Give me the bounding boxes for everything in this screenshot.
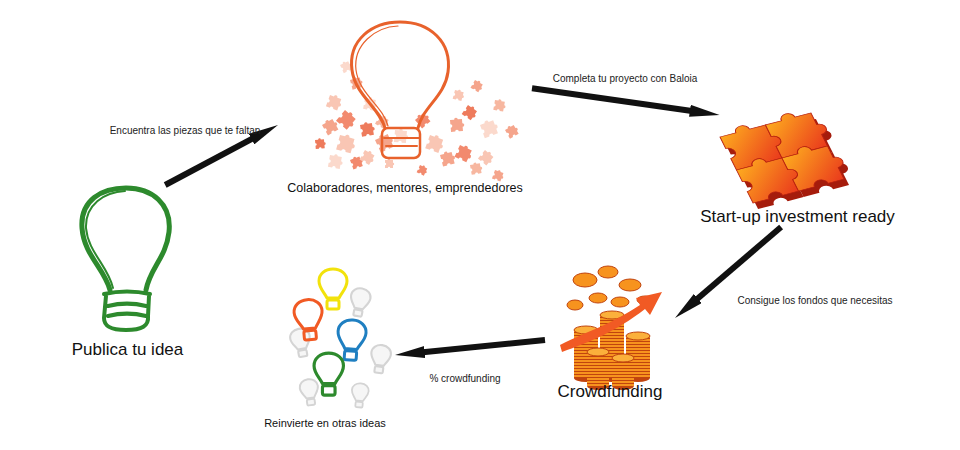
bulb-glass [352,22,449,128]
bulb-sketch [86,191,125,288]
puzzle-piece [453,89,466,102]
small-bulb [336,319,367,361]
puzzle-group [717,106,850,203]
coin-stack [612,354,634,362]
puzzle-piece [492,169,505,182]
puzzle-piece [425,133,446,154]
puzzle-piece [462,104,480,122]
puzzle-piece [328,153,344,169]
coin-stack [587,348,609,356]
coin [598,266,618,278]
small-bulb [319,269,347,309]
puzzle-piece [336,108,359,131]
puzzle-piece [471,79,485,93]
puzzle-piece [455,143,475,163]
coin [567,300,583,310]
puzzle-piece [326,93,344,111]
puzzle-piece [440,150,457,167]
coin [589,293,607,303]
node-label: Crowdfunding [558,382,663,402]
coin [573,273,597,287]
bulb-glass [82,188,169,290]
coin-stack [587,352,609,386]
puzzle-piece [479,118,500,139]
puzzle-piece [780,139,851,191]
growth-arrow [560,292,662,352]
small-bulb [314,353,343,395]
small-bulb [299,378,321,406]
coin [619,279,641,291]
puzzle-piece [336,133,357,154]
puzzle-piece [315,138,326,149]
puzzle-piece [360,121,376,137]
coins-node: Crowdfunding [545,262,675,402]
small-bulb [293,298,324,340]
flow-arrow [165,138,253,185]
puzzle-piece [321,117,340,136]
puzzle-piece [470,162,483,175]
edge-label: Consigue los fondos que necesitas [730,295,900,307]
coins [560,266,662,390]
puzzle-piece [385,159,394,168]
small-bulb [350,383,369,408]
small-bulb [369,344,392,374]
idea-bulb-node: Publica tu idea [55,185,200,360]
bulb-cluster [289,269,392,408]
edge-label: % crowdfunding [420,373,510,385]
puzzle-node: Start-up investment ready [695,115,900,227]
puzzle-piece [504,123,520,139]
edge-label: Completa tu proyecto con Baloia [540,73,710,85]
bulb-base-lines [384,138,419,146]
green-bulb [82,188,169,330]
puzzle-piece [417,164,429,176]
bulb-sketch [356,26,398,126]
puzzle-piece [374,131,395,152]
node-label: Colaboradores, mentores, emprendedores [287,181,523,195]
flow-arrow [696,227,781,300]
bulbs-node: Reinvierte en otras ideas [255,262,395,430]
orange-bulb [352,22,449,158]
coin [611,297,629,307]
puzzle-piece [394,128,409,143]
node-label: Publica tu idea [72,340,184,360]
puzzle-piece [360,149,377,166]
small-bulb [348,287,372,318]
puzzle-piece [450,117,465,132]
puzzle-piece [478,149,496,167]
flow-arrow [423,340,545,352]
bulb-base [382,128,420,158]
bulb-base [104,292,150,330]
flow-arrow [532,88,692,111]
puzzle-piece [493,99,506,112]
coin-stack [626,332,650,340]
node-label: Reinvierte en otras ideas [264,417,386,430]
puzzle-bulb-node: Colaboradores, mentores, emprendedores [278,20,532,195]
puzzle-cloud [315,59,520,182]
node-label: Start-up investment ready [700,207,895,227]
edge-label: Encuentra las piezas que te faltan [100,125,270,137]
